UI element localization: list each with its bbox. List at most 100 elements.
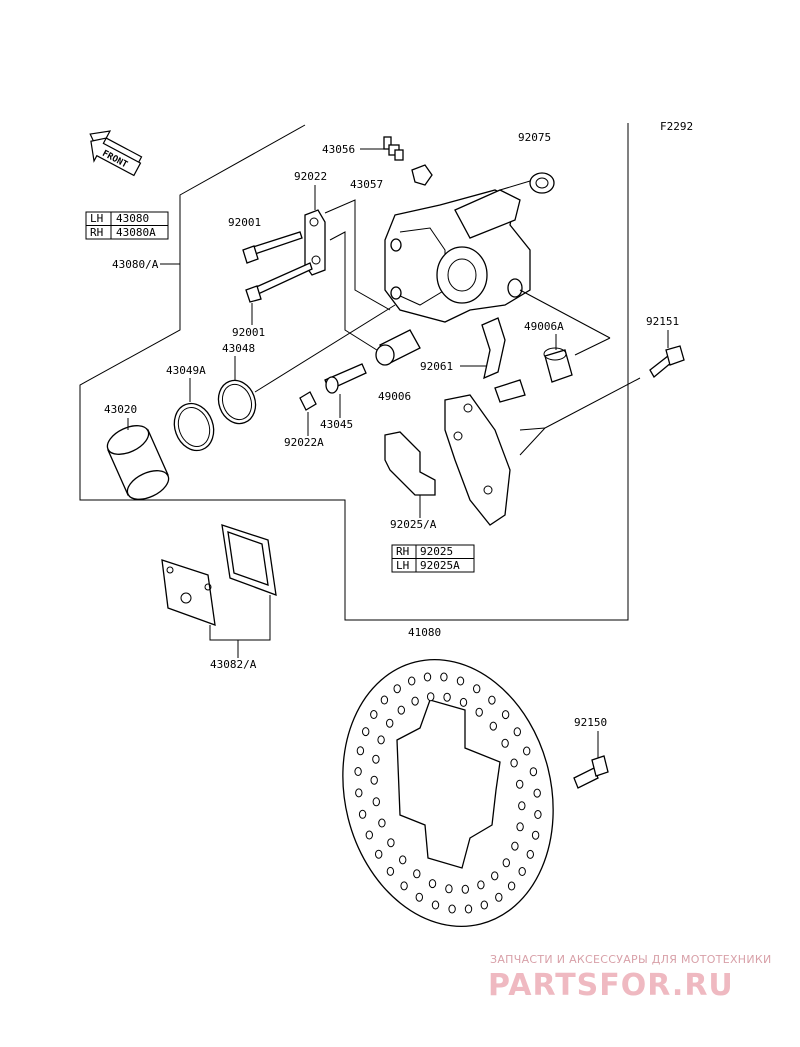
label-43057: 43057: [350, 178, 383, 191]
disc-hole: [377, 735, 385, 745]
disc-hole: [459, 697, 468, 707]
disc-holes: [354, 672, 542, 914]
label-92025a: 92025/A: [390, 518, 437, 531]
front-arrow-icon: FRONT: [89, 130, 143, 177]
pin-43045: [324, 363, 367, 394]
clip-near-bleeder: [411, 164, 433, 186]
disc-hole: [445, 884, 453, 894]
disc-hole: [365, 830, 373, 840]
cap-92075: [529, 172, 555, 194]
disc-hole: [495, 892, 503, 902]
piston-43020: [106, 425, 170, 500]
table-43080-part-2: 43080A: [116, 226, 156, 239]
label-43082a: 43082/A: [210, 658, 257, 671]
figure-code: F2292: [660, 120, 693, 133]
disc-hole: [423, 672, 432, 682]
disc-hole: [440, 672, 448, 682]
watermark-brand: PARTSFOR.RU: [488, 968, 734, 1003]
disc-hole: [529, 767, 538, 777]
table-43080: LH 43080 RH 43080A: [85, 211, 169, 240]
disc-hole: [475, 707, 483, 717]
table-43080-side-2: RH: [90, 226, 103, 239]
disc-hole: [354, 767, 362, 776]
label-43020: 43020: [104, 403, 137, 416]
seal-43049a: [173, 402, 215, 452]
disc-hole: [513, 727, 521, 737]
disc-hole: [473, 684, 481, 694]
label-41080: 41080: [408, 626, 441, 639]
label-43056: 43056: [322, 143, 355, 156]
label-92151: 92151: [646, 315, 679, 328]
table-92025-side-1: RH: [396, 545, 409, 558]
disc-hole: [415, 892, 423, 902]
table-92025-part-2: 92025A: [420, 559, 460, 572]
bleeder-screw-43056: [383, 136, 404, 161]
table-92025-part-1: 92025: [420, 545, 453, 558]
disc-hole: [413, 869, 421, 879]
disc-hole: [362, 727, 370, 737]
seal-43048: [217, 379, 257, 425]
disc-hole: [477, 880, 485, 890]
label-92022a: 92022A: [284, 436, 324, 449]
disc-hole: [501, 738, 509, 748]
label-92075: 92075: [518, 131, 551, 144]
brake-pad-rear: [221, 524, 277, 596]
table-92025: RH 92025 LH 92025A: [391, 544, 475, 573]
clip-92022a: [299, 391, 317, 411]
disc-hole: [428, 879, 437, 889]
label-92150: 92150: [574, 716, 607, 729]
disc-hole: [372, 754, 380, 764]
disc-hole: [355, 788, 363, 798]
plate-92025: [384, 431, 436, 496]
disc-hole: [400, 881, 408, 891]
label-43049a: 43049A: [166, 364, 206, 377]
pin-49006: [375, 329, 421, 366]
disc-hole: [502, 858, 510, 868]
bolt-92001-bottom: [245, 262, 313, 303]
brake-pad-front: [161, 559, 216, 626]
disc-hole: [488, 695, 496, 705]
disc-hole: [489, 721, 497, 731]
disc-hole: [370, 775, 378, 785]
disc-hole: [511, 841, 519, 851]
disc-hole: [427, 692, 435, 702]
disc-hole: [408, 676, 416, 686]
disc-hole: [375, 849, 383, 859]
brake-disc: [342, 659, 554, 927]
disc-hole: [516, 822, 524, 832]
bolt-92150: [573, 755, 609, 789]
disc-hole: [393, 684, 401, 694]
disc-hole: [461, 884, 469, 894]
disc-hole: [480, 900, 488, 910]
label-92022: 92022: [294, 170, 327, 183]
label-43045: 43045: [320, 418, 353, 431]
disc-hole: [510, 758, 518, 768]
disc-hole: [372, 797, 380, 807]
caliper-bracket: [444, 379, 526, 526]
boot-49006a: [543, 347, 573, 383]
watermark-caption: ЗАПЧАСТИ И АКСЕССУАРЫ ДЛЯ МОТОТЕХНИКИ: [490, 953, 772, 966]
bolt-92151: [649, 345, 685, 378]
disc-hole: [386, 866, 395, 876]
assembly-outline-43080: [79, 123, 629, 621]
disc-hole: [516, 779, 524, 789]
disc-hole: [531, 830, 540, 840]
disc-hole: [533, 788, 541, 798]
disc-hole: [491, 871, 499, 881]
disc-hole: [370, 710, 378, 719]
bolt-92001-top: [242, 231, 303, 264]
disc-hole: [448, 904, 456, 914]
disc-hole: [518, 801, 526, 811]
label-43048: 43048: [222, 342, 255, 355]
disc-hole: [464, 904, 473, 914]
disc-hole: [523, 746, 531, 756]
label-43080a: 43080/A: [112, 258, 159, 271]
disc-hole: [443, 692, 451, 702]
caliper-body: [384, 177, 541, 323]
label-92001-top: 92001: [228, 216, 261, 229]
disc-hole: [501, 710, 510, 720]
label-49006a: 49006A: [524, 320, 564, 333]
label-49006: 49006: [378, 390, 411, 403]
table-43080-part-1: 43080: [116, 212, 149, 225]
